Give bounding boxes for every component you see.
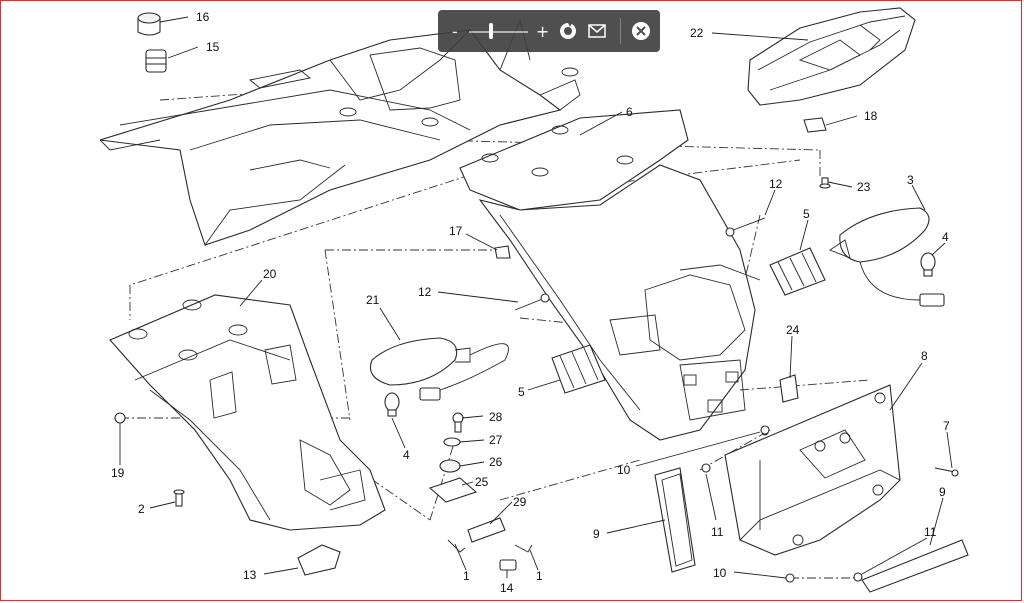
part-15-damper xyxy=(145,49,167,73)
plate-holder-6 xyxy=(459,109,761,441)
callout-5-left: 5 xyxy=(518,385,525,399)
callout-22: 22 xyxy=(690,26,704,40)
screw-12-right xyxy=(725,217,766,237)
callout-27: 27 xyxy=(489,433,503,447)
part-14-fuse xyxy=(499,559,517,571)
callout-12-right: 12 xyxy=(769,177,783,191)
callout-3: 3 xyxy=(907,173,914,187)
callout-5-right: 5 xyxy=(803,207,810,221)
callout-12-left: 12 xyxy=(418,285,432,299)
screw-2 xyxy=(173,489,185,507)
part-11-nuts xyxy=(701,463,863,582)
turn-signal-3 xyxy=(829,207,945,307)
part-26-grommet xyxy=(439,459,461,473)
image-viewer-toolbar: - + xyxy=(438,10,660,52)
rubber-mount-5-right xyxy=(769,247,826,296)
reflector-9-left xyxy=(654,467,696,573)
part-18-clip xyxy=(803,117,827,133)
callout-13: 13 xyxy=(243,568,257,582)
callout-20: 20 xyxy=(263,267,277,281)
callout-25: 25 xyxy=(475,475,489,489)
callout-14: 14 xyxy=(500,581,514,595)
rotate-icon xyxy=(559,23,576,39)
callout-23: 23 xyxy=(857,180,871,194)
callout-28: 28 xyxy=(489,410,503,424)
callout-18: 18 xyxy=(864,109,878,123)
zoom-slider[interactable] xyxy=(469,16,528,46)
part-23-screw xyxy=(819,177,831,189)
callout-10-bottom: 10 xyxy=(713,566,727,580)
callout-9-left: 9 xyxy=(593,527,600,541)
bulb-4-right xyxy=(920,252,936,277)
tail-light-22 xyxy=(747,7,916,106)
close-button[interactable] xyxy=(629,16,654,46)
callout-11-right: 11 xyxy=(924,525,937,539)
pad-13 xyxy=(297,544,341,576)
zoom-slider-rail xyxy=(469,31,528,33)
callout-6: 6 xyxy=(626,105,633,119)
part-24-clip xyxy=(779,374,799,403)
zoom-slider-handle[interactable] xyxy=(489,23,494,39)
callout-24: 24 xyxy=(786,323,800,337)
callout-1-left: 1 xyxy=(463,569,470,583)
leader-lines xyxy=(119,16,953,579)
callout-19: 19 xyxy=(111,466,125,480)
bulb-4-left xyxy=(384,392,400,417)
zoom-in-icon: + xyxy=(535,21,550,41)
rubber-mount-5-left xyxy=(551,344,606,394)
callout-7: 7 xyxy=(943,419,950,433)
turn-signal-21 xyxy=(369,337,509,401)
part-1-terminals xyxy=(447,539,533,553)
rotate-button[interactable] xyxy=(553,16,582,46)
callout-4-right: 4 xyxy=(942,230,949,244)
zoom-out-button[interactable]: - xyxy=(444,16,465,46)
callout-10-top: 10 xyxy=(617,463,631,477)
screw-12-left xyxy=(514,293,550,311)
callout-2: 2 xyxy=(138,502,145,516)
callout-29: 29 xyxy=(513,495,527,509)
callout-11-left: 11 xyxy=(711,525,724,539)
part-16-cap xyxy=(137,12,161,36)
callout-4-left: 4 xyxy=(403,448,410,462)
callout-26: 26 xyxy=(489,455,503,469)
email-icon xyxy=(588,24,606,38)
part-27-washer xyxy=(443,437,461,447)
toolbar-divider xyxy=(619,18,621,44)
reflector-9-right xyxy=(861,539,969,593)
clip-17 xyxy=(494,245,511,259)
email-button[interactable] xyxy=(582,16,611,46)
callout-15: 15 xyxy=(206,40,220,54)
part-7-screw xyxy=(934,467,959,477)
callout-8: 8 xyxy=(921,349,928,363)
mudguard-20 xyxy=(109,294,386,531)
part-29-plate xyxy=(467,517,506,543)
callout-21: 21 xyxy=(366,293,380,307)
part-28-screw xyxy=(452,412,464,433)
zoom-in-button[interactable]: + xyxy=(532,16,553,46)
plate-bracket-8 xyxy=(724,384,901,556)
callout-9-right: 9 xyxy=(939,485,946,499)
callout-1-right: 1 xyxy=(536,569,543,583)
callout-17: 17 xyxy=(449,224,463,238)
screw-19 xyxy=(114,412,126,424)
part-10-nuts xyxy=(760,425,795,583)
callout-labels: 16 15 22 18 23 6 12 3 4 5 17 12 21 5 20 … xyxy=(111,10,950,595)
zoom-out-icon: - xyxy=(451,21,458,41)
callout-16: 16 xyxy=(196,10,210,24)
close-icon xyxy=(632,22,651,40)
